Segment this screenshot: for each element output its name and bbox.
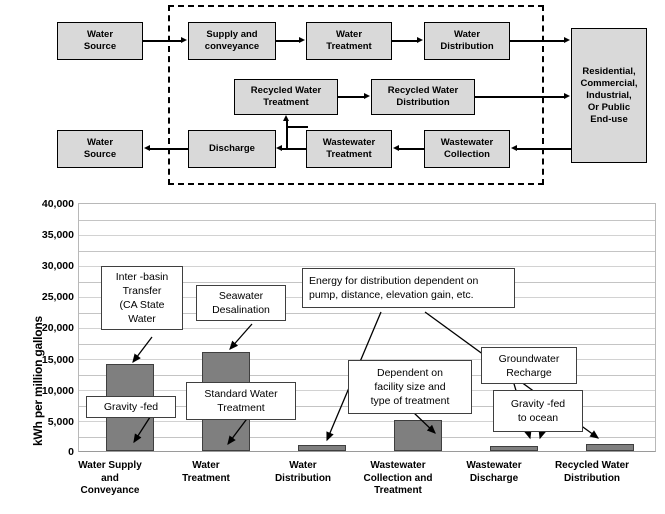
connector-supply-to-treatment — [276, 40, 300, 42]
y-tick-label: 40,000 — [41, 198, 74, 210]
arrowhead-left — [393, 144, 399, 151]
bar-wastewater-discharge[interactable] — [490, 446, 538, 451]
arrowhead-right — [299, 36, 305, 43]
y-tick-label: 5,000 — [47, 416, 74, 428]
arrowhead-left — [144, 144, 150, 151]
connector-distribution-to-enduse — [510, 40, 566, 42]
energy-intensity-bar-chart: kWh per million gallons 40,000 35,000 30… — [0, 192, 665, 514]
y-tick-label: 15,000 — [41, 354, 74, 366]
node-label: Discharge — [209, 143, 255, 154]
connector-wwtreatment-up-vertical — [286, 121, 288, 149]
node-label: Residential,Commercial,Industrial,Or Pub… — [580, 65, 638, 125]
connector-enduse-to-wastewater-collection — [517, 148, 571, 150]
y-tick-label: 0 — [68, 446, 74, 458]
connector-source-to-supply — [143, 40, 182, 42]
connector-recycled-treatment-to-distribution — [338, 96, 366, 98]
annotation-text: Gravity -fed — [103, 401, 159, 413]
gridline — [79, 219, 655, 221]
arrowhead-up — [283, 115, 289, 121]
connector-wwtreatment-to-discharge — [282, 148, 306, 150]
y-tick-label: 20,000 — [41, 322, 74, 334]
gridline — [79, 250, 655, 252]
y-tick-label: 10,000 — [41, 385, 74, 397]
bar-wastewater-collection-and-treatment[interactable] — [394, 420, 442, 451]
arrowhead-right — [564, 92, 570, 99]
gridline — [79, 266, 655, 267]
diagram-node-end-use[interactable]: Residential,Commercial,Industrial,Or Pub… — [571, 28, 647, 163]
utility-boundary-dashed-box — [168, 5, 544, 185]
y-tick-label: 35,000 — [41, 229, 74, 241]
gridline — [79, 235, 655, 236]
arrowhead-right — [564, 36, 570, 43]
annotation-gravity-fed[interactable]: Gravity -fed — [86, 396, 176, 418]
bar-recycled-water-distribution[interactable] — [586, 444, 634, 451]
connector-treatment-to-distribution — [392, 40, 418, 42]
connector-collection-to-wastewater-treatment — [399, 148, 424, 150]
arrowhead-left — [511, 144, 517, 151]
diagram-node-discharge[interactable]: Discharge — [188, 130, 276, 168]
arrowhead-right — [181, 36, 187, 43]
gridline — [79, 343, 655, 345]
connector-discharge-to-source — [150, 148, 188, 150]
connector-wwtreatment-up-horizontal — [286, 126, 308, 128]
y-tick-label: 30,000 — [41, 260, 74, 272]
connector-recycled-distribution-to-enduse — [475, 96, 566, 98]
bar-water-distribution[interactable] — [298, 445, 346, 451]
arrowhead-right — [417, 36, 423, 43]
arrowhead-right — [364, 92, 370, 99]
y-tick-label: 25,000 — [41, 291, 74, 303]
arrowhead-left — [276, 144, 282, 151]
gridline — [79, 436, 655, 438]
